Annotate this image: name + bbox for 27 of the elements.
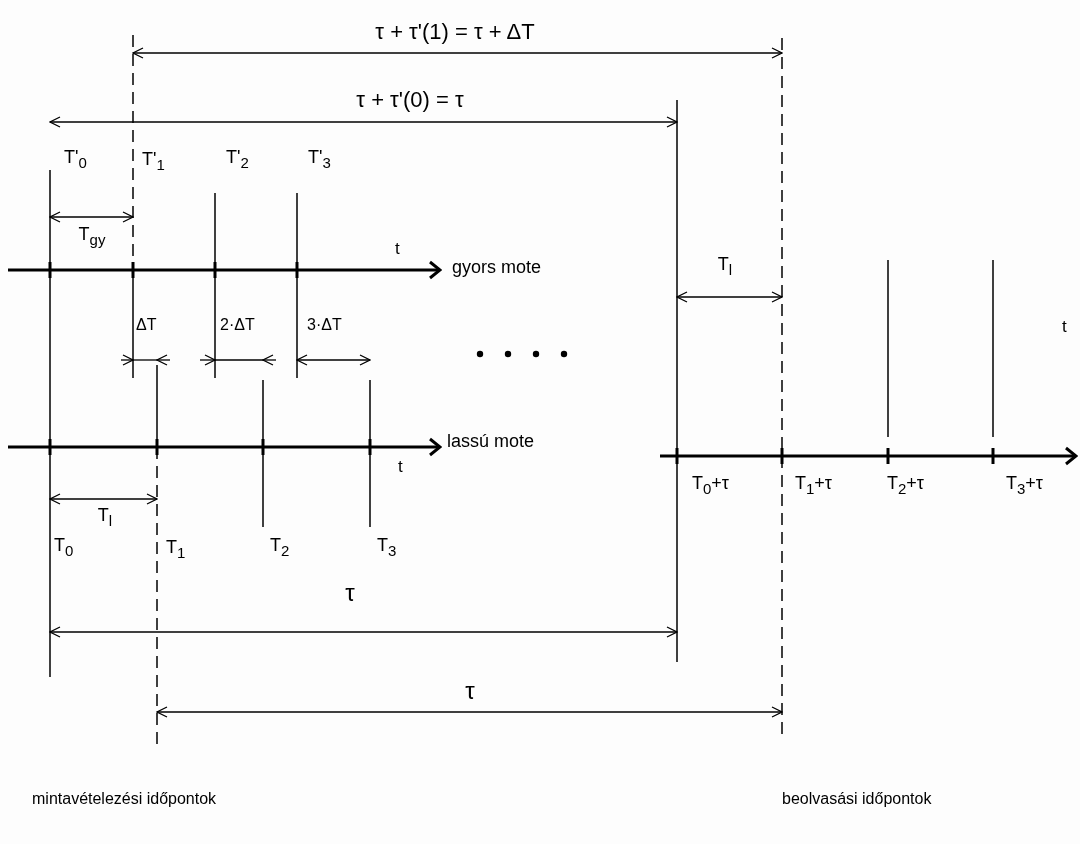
time-label: T$_{0}$ [53,536,75,560]
time-label: mintavételezési időpontok [31,790,218,808]
time-label: T'$_{1}$ [141,150,166,174]
time-label: lassú mote [446,432,536,452]
time-label: T$_{3}$+τ [1005,474,1044,498]
time-label: T$_{l}$ [96,506,114,530]
time-label: T'$_{3}$ [307,148,332,172]
time-label: t [1061,318,1068,337]
time-label: t [394,240,401,259]
time-label: T$_{2}$+τ [886,474,925,498]
time-label: τ + τ'(0) = τ [354,88,466,113]
time-label: T$_{3}$ [376,536,398,560]
time-label: T$_{l}$ [716,255,734,279]
time-label: ΔT [135,316,158,334]
time-label: T$_{0}$+τ [691,474,730,498]
time-label: beolvasási időpontok [781,790,933,808]
time-label: t [397,458,404,477]
time-label: T$_{1}$+τ [794,474,833,498]
time-label: T$_{gy}$ [77,225,107,249]
time-label: T'$_{0}$ [63,148,88,172]
time-label: 3·ΔT [306,316,343,334]
time-label: T$_{2}$ [269,536,291,560]
time-label: T$_{1}$ [165,538,187,562]
time-label: gyors mote [451,258,543,278]
time-label: 2·ΔT [219,316,256,334]
time-label: T'$_{2}$ [225,148,250,172]
time-label: τ + τ'(1) = τ + ΔT [373,20,537,45]
